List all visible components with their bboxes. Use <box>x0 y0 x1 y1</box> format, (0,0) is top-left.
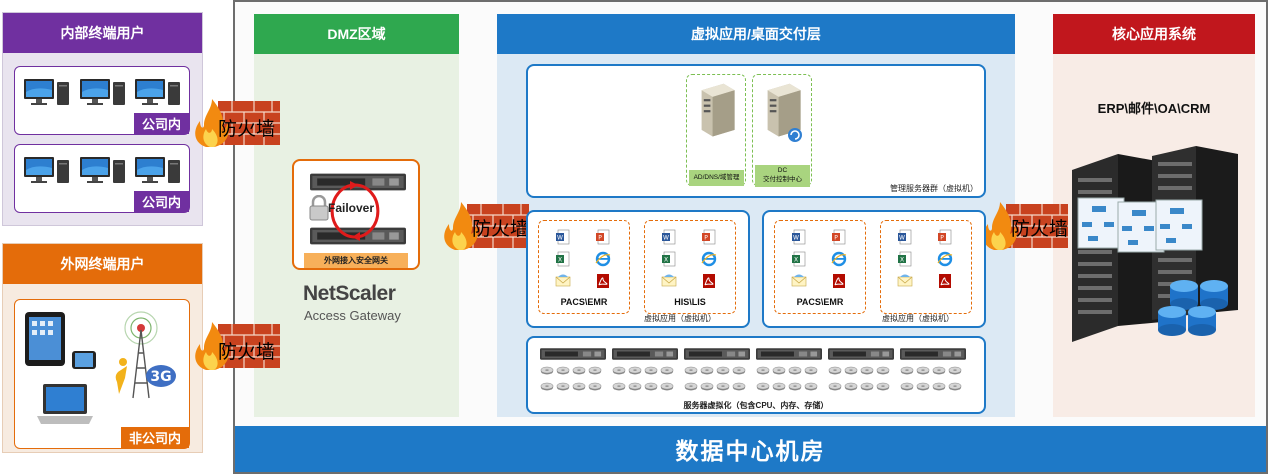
excel-icon <box>897 251 913 267</box>
powerpoint-icon <box>595 229 611 245</box>
powerpoint-icon <box>701 229 717 245</box>
app-his-lis-box: HIS\LIS <box>644 220 736 314</box>
ie-browser-icon <box>831 251 847 267</box>
external-devices-group: 3G 非公司内 <box>14 299 190 449</box>
external-users-panel: 外网终端用户 3G 非公司内 <box>2 243 203 453</box>
virtual-app-group-right: PACS\EMR 虚拟应用（虚拟机） <box>762 210 986 328</box>
on-premise-tag: 公司内 <box>133 191 189 212</box>
datacenter-footer: 数据中心机房 <box>235 426 1266 472</box>
excel-icon <box>555 251 571 267</box>
failover-label: Failover <box>328 201 375 215</box>
delivery-controller-label: DC 交付控制中心 <box>755 165 810 187</box>
citrix-logo-icon <box>788 128 802 142</box>
server-pool-icon <box>540 348 966 391</box>
vm-caption: 虚拟应用（虚拟机） <box>644 314 716 323</box>
pdf-icon <box>831 273 847 289</box>
ie-browser-icon <box>595 251 611 267</box>
word-icon <box>791 229 807 245</box>
failover-arrows-icon <box>330 181 380 241</box>
firewall-label: 防火墙 <box>1011 218 1069 240</box>
laptop-icon <box>37 384 93 424</box>
vdi-title: 虚拟应用/桌面交付层 <box>497 14 1015 54</box>
firewall-label: 防火墙 <box>218 118 276 140</box>
desktop-pc-icon <box>78 78 128 108</box>
excel-icon <box>661 251 677 267</box>
ad-dns-server-box: AD/DNS/域管理 <box>686 74 746 186</box>
gateway-box: Failover 外网接入安全网关 <box>292 159 420 270</box>
app-name: PACS\EMR <box>796 297 844 307</box>
pdf-icon <box>595 273 611 289</box>
powerpoint-icon <box>831 229 847 245</box>
tablet-icon <box>25 312 65 366</box>
datacenter-racks-icon <box>1072 146 1238 342</box>
internal-users-title: 内部终端用户 <box>3 13 202 53</box>
mail-icon <box>791 273 807 289</box>
cellular-3g-icon: 3G <box>115 311 176 399</box>
dmz-title: DMZ区域 <box>254 14 459 54</box>
app-name: HIS\LIS <box>674 297 706 307</box>
management-caption: 管理服务器群（虚拟机） <box>890 184 978 193</box>
external-users-title: 外网终端用户 <box>3 244 202 284</box>
off-premise-tag: 非公司内 <box>120 427 189 448</box>
pdf-icon <box>937 273 953 289</box>
server-tower-icon <box>695 81 739 137</box>
app-pacs-emr-box: PACS\EMR <box>774 220 866 314</box>
desktop-pc-icon <box>22 78 72 108</box>
app-pacs-emr-box: PACS\EMR <box>538 220 630 314</box>
internal-office-group-1: 公司内 <box>14 66 190 135</box>
ad-dns-label: AD/DNS/域管理 <box>689 170 744 186</box>
on-premise-tag: 公司内 <box>133 113 189 134</box>
pdf-icon <box>701 273 717 289</box>
mail-icon <box>555 273 571 289</box>
core-systems-label: ERP\邮件\OA\CRM <box>1097 101 1211 116</box>
virtual-app-group-left: PACS\EMR HIS\LIS 虚拟应用（虚拟机） <box>526 210 750 328</box>
powerpoint-icon <box>937 229 953 245</box>
internal-users-panel: 内部终端用户 公司内 公司内 <box>2 12 203 226</box>
word-icon <box>661 229 677 245</box>
desktop-pc-icon <box>133 156 183 186</box>
firewall-label: 防火墙 <box>218 341 276 363</box>
dc-label-line1: DC <box>777 167 788 174</box>
desktop-pc-icon <box>133 78 183 108</box>
mail-icon <box>897 273 913 289</box>
dc-label-line2: 交付控制中心 <box>763 176 802 183</box>
management-server-group: AD/DNS/域管理 DC 交付控制中心 管理服务器群（虚拟机） <box>526 64 986 198</box>
ie-browser-icon <box>937 251 953 267</box>
gateway-caption: 外网接入安全网关 <box>304 253 408 268</box>
mail-icon <box>661 273 677 289</box>
svg-text:3G: 3G <box>150 369 171 385</box>
desktop-pc-icon <box>78 156 128 186</box>
lock-icon <box>309 195 329 221</box>
excel-icon <box>791 251 807 267</box>
phone-icon <box>72 351 96 369</box>
internal-office-group-2: 公司内 <box>14 144 190 213</box>
word-icon <box>897 229 913 245</box>
access-gateway-brand: Access Gateway <box>304 308 401 323</box>
desktop-pc-icon <box>22 156 72 186</box>
ie-browser-icon <box>701 251 717 267</box>
delivery-controller-box: DC 交付控制中心 <box>752 74 812 187</box>
server-virtualization-caption: 服务器虚拟化（包含CPU、内存、存储） <box>683 401 829 410</box>
firewall-label: 防火墙 <box>472 218 530 240</box>
vm-caption: 虚拟应用（虚拟机） <box>882 314 954 323</box>
netscaler-brand: NetScaler <box>303 282 396 305</box>
core-title: 核心应用系统 <box>1053 14 1255 54</box>
app-name: PACS\EMR <box>560 297 608 307</box>
app-pacs-emr-box <box>880 220 972 314</box>
word-icon <box>555 229 571 245</box>
server-virtualization-pool: 服务器虚拟化（包含CPU、内存、存储） <box>526 336 986 414</box>
